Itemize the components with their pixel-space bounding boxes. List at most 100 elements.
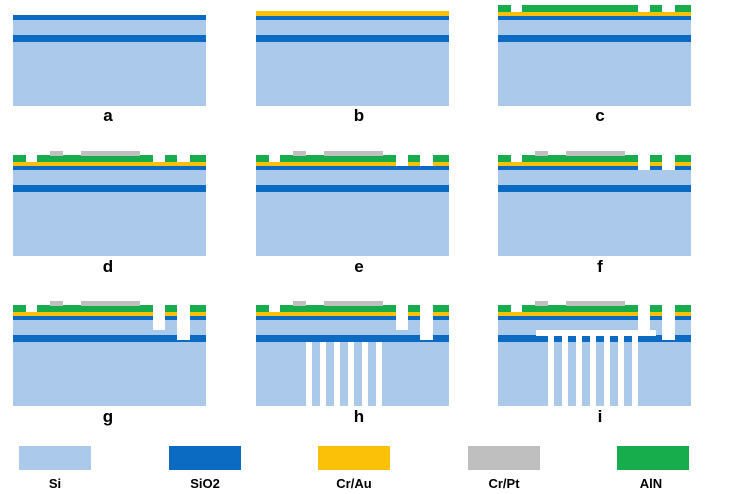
trench-2-g <box>177 320 190 340</box>
etch-oxide-2-h <box>420 315 433 320</box>
etch-oxide-2-g <box>177 315 190 320</box>
si-substrate-g <box>13 318 206 406</box>
trench-1-i <box>638 320 650 330</box>
aln-opening-1-f <box>511 155 522 162</box>
etch-crau-2-i <box>662 311 675 316</box>
backside-channel-1-h <box>306 342 312 406</box>
aln-opening-1-c <box>511 5 522 12</box>
aln-opening-1-i <box>511 305 522 312</box>
backside-channel-6-h <box>376 342 382 406</box>
si-substrate-e <box>256 168 449 256</box>
legend-label-si: Si <box>48 476 62 491</box>
sio2-buried-layer-c <box>498 35 691 42</box>
crpt-electrode-2-d <box>81 151 140 156</box>
si-substrate-d <box>13 168 206 256</box>
backside-channel-2-i <box>562 336 568 406</box>
crpt-electrode-2-h <box>324 301 383 306</box>
sio2-top-layer-i <box>498 315 691 320</box>
panel-label-g: g <box>102 407 114 426</box>
aln-opening-2-d <box>153 155 165 162</box>
si-substrate-c <box>498 18 691 106</box>
si-substrate-a <box>13 18 206 106</box>
aln-layer-e <box>256 155 449 162</box>
legend-swatch-crpt <box>468 446 540 470</box>
crau-layer-d <box>13 161 206 166</box>
etch-crau-2-e <box>420 161 433 166</box>
aln-opening-3-d <box>177 155 190 162</box>
aln-opening-1-e <box>269 155 280 162</box>
backside-channel-7-i <box>632 336 638 406</box>
trench-2-h <box>420 320 433 340</box>
aln-opening-3-c <box>662 5 675 12</box>
aln-opening-3-e <box>420 155 433 162</box>
aln-opening-3-h <box>420 305 433 312</box>
sio2-buried-layer-g <box>13 335 206 342</box>
panel-label-b: b <box>353 106 365 125</box>
aln-opening-2-i <box>638 305 650 312</box>
backside-channel-5-h <box>362 342 368 406</box>
aln-layer-c <box>498 5 691 12</box>
backside-channel-1-i <box>548 336 554 406</box>
crau-layer-c <box>498 11 691 16</box>
backside-channel-3-i <box>576 336 582 406</box>
legend-swatch-crau <box>318 446 390 470</box>
aln-layer-g <box>13 305 206 312</box>
legend-swatch-sio2 <box>169 446 241 470</box>
trench-2-i <box>662 320 675 340</box>
sio2-buried-layer-e <box>256 185 449 192</box>
aln-opening-2-h <box>396 305 408 312</box>
etch-crau-1-f <box>638 161 650 166</box>
release-cavity-i <box>536 330 656 336</box>
aln-layer-h <box>256 305 449 312</box>
aln-opening-3-i <box>662 305 675 312</box>
sio2-top-layer-c <box>498 15 691 20</box>
aln-opening-2-f <box>638 155 650 162</box>
crpt-electrode-2-g <box>81 301 140 306</box>
crau-layer-e <box>256 161 449 166</box>
crpt-electrode-1-h <box>293 301 306 306</box>
legend-swatch-aln <box>617 446 689 470</box>
panel-label-a: a <box>103 106 113 125</box>
trench-1-g <box>153 320 165 330</box>
etch-crau-1-h <box>396 311 408 316</box>
aln-opening-2-g <box>153 305 165 312</box>
etch-crau-1-e <box>396 161 408 166</box>
crau-layer-b <box>256 11 449 16</box>
legend-label-crpt: Cr/Pt <box>488 476 520 491</box>
aln-layer-d <box>13 155 206 162</box>
sio2-buried-layer-a <box>13 35 206 42</box>
backside-channel-2-h <box>320 342 326 406</box>
crpt-electrode-2-f <box>566 151 625 156</box>
etch-oxide-1-h <box>396 315 408 320</box>
crau-layer-h <box>256 311 449 316</box>
sio2-buried-layer-b <box>256 35 449 42</box>
aln-opening-2-e <box>396 155 408 162</box>
etch-crau-2-g <box>177 311 190 316</box>
sio2-top-layer-d <box>13 165 206 170</box>
crpt-electrode-2-e <box>324 151 383 156</box>
aln-opening-2-c <box>638 5 650 12</box>
panel-label-f: f <box>597 257 603 276</box>
backside-channel-4-i <box>590 336 596 406</box>
etch-oxide-1-g <box>153 315 165 320</box>
sio2-buried-layer-d <box>13 185 206 192</box>
backside-channel-6-i <box>618 336 624 406</box>
crau-layer-g <box>13 311 206 316</box>
backside-channel-4-h <box>348 342 354 406</box>
etch-crau-2-h <box>420 311 433 316</box>
aln-layer-i <box>498 305 691 312</box>
panel-label-i: i <box>597 407 603 426</box>
etch-crau-1-i <box>638 311 650 316</box>
crau-layer-f <box>498 161 691 166</box>
sio2-top-layer-b <box>256 15 449 20</box>
etch-crau-1-g <box>153 311 165 316</box>
backside-channel-3-h <box>334 342 340 406</box>
aln-opening-3-g <box>177 305 190 312</box>
sio2-buried-layer-f <box>498 185 691 192</box>
aln-opening-1-h <box>269 305 280 312</box>
sio2-top-layer-f <box>498 165 691 170</box>
crpt-electrode-1-f <box>535 151 548 156</box>
panel-label-h: h <box>353 407 365 426</box>
etch-oxide-2-i <box>662 315 675 320</box>
